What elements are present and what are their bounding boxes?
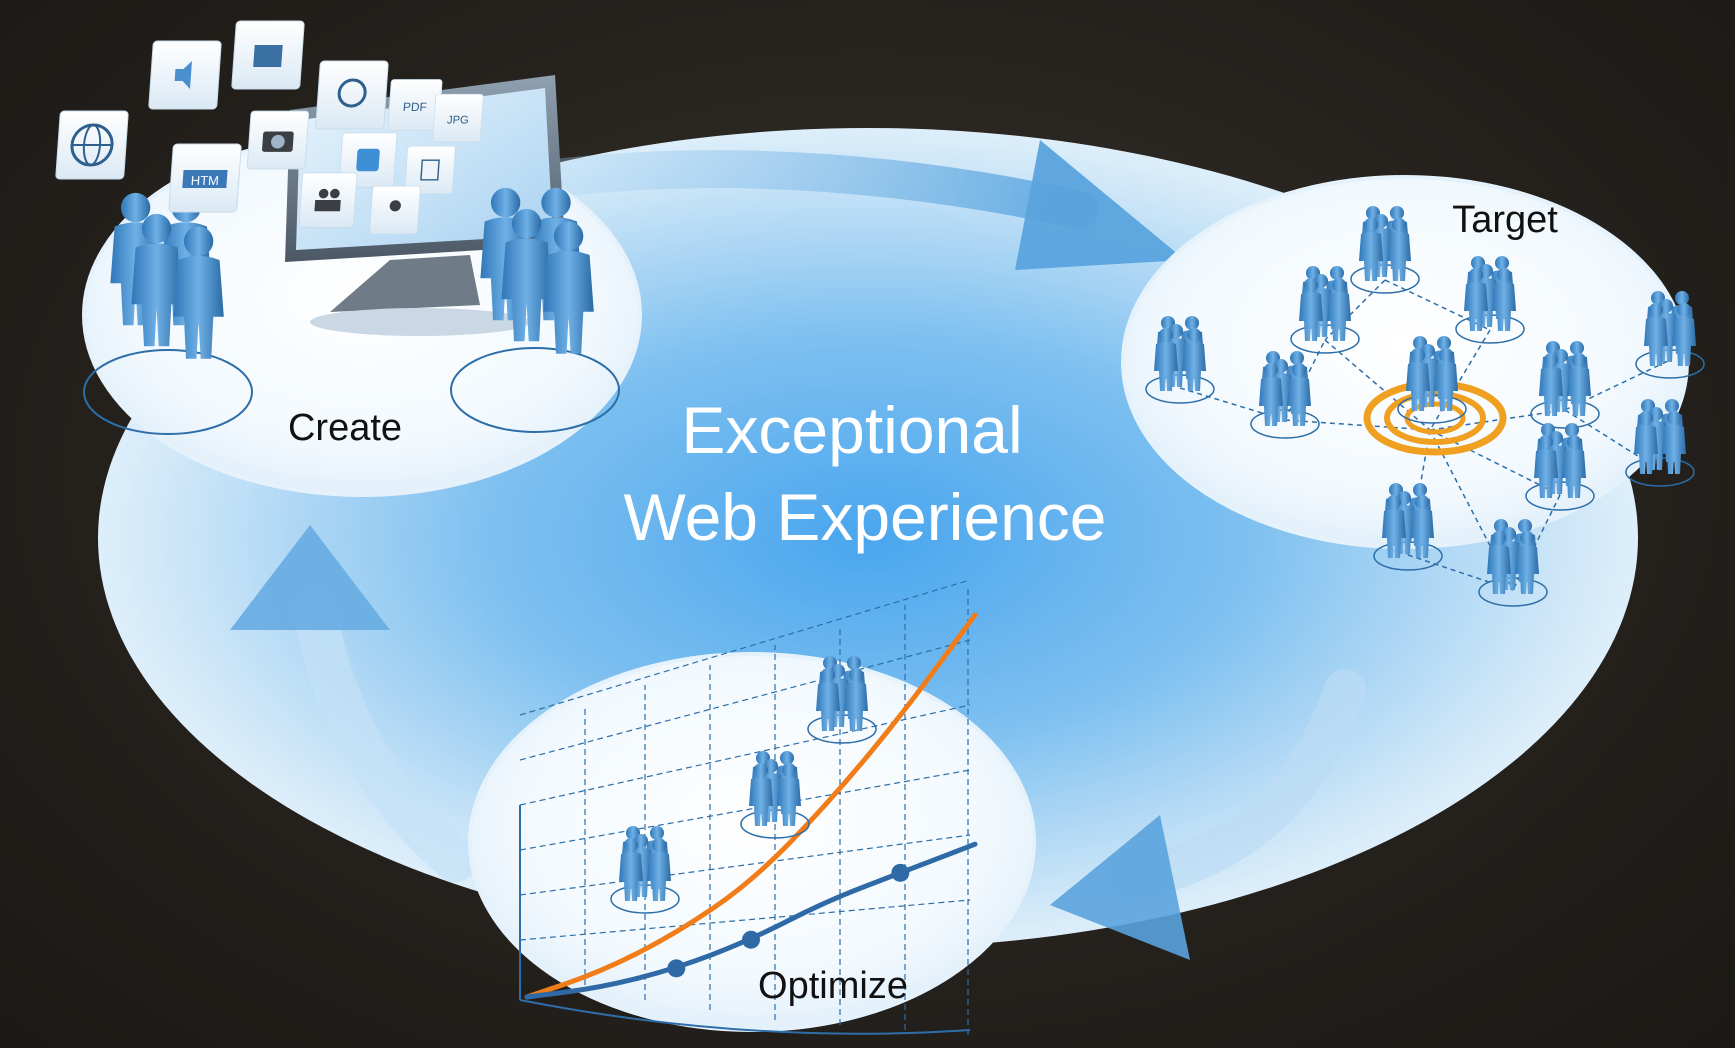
chat-bubble-icon xyxy=(315,60,389,130)
person-comment-icon xyxy=(369,185,421,235)
target-stage: Target xyxy=(1121,175,1704,606)
pdf-file-icon: PDF xyxy=(387,79,443,131)
baseline-point xyxy=(891,863,910,882)
optimize-label: Optimize xyxy=(758,965,908,1007)
globe-icon xyxy=(55,110,129,180)
optimize-stage: Optimize xyxy=(468,579,1036,1035)
video-file-icon xyxy=(231,20,305,90)
svg-text:PDF: PDF xyxy=(402,100,427,114)
cycle-arrow-optimize-to-create xyxy=(230,525,477,882)
html-file-icon: HTM xyxy=(168,143,242,213)
camera-icon xyxy=(246,110,310,170)
rss-icon xyxy=(338,132,398,188)
svg-text:HTM: HTM xyxy=(190,173,219,188)
baseline-point xyxy=(667,959,686,978)
jpg-file-icon: JPG xyxy=(432,93,484,143)
growth-line xyxy=(524,612,978,1000)
center-title-line2: Web Experience xyxy=(623,480,1106,554)
svg-text:JPG: JPG xyxy=(447,115,470,127)
webcam-icon xyxy=(298,172,358,228)
audio-file-icon xyxy=(148,40,222,110)
document-icon xyxy=(404,145,456,195)
growth-chart xyxy=(524,612,978,1000)
baseline-point xyxy=(742,930,760,949)
create-label: Create xyxy=(288,407,402,449)
cycle-arrow-target-to-optimize xyxy=(1050,669,1366,960)
center-title-line1: Exceptional xyxy=(681,393,1022,467)
target-label: Target xyxy=(1452,199,1558,241)
media-icons: PDF HTM JPG xyxy=(55,20,484,235)
